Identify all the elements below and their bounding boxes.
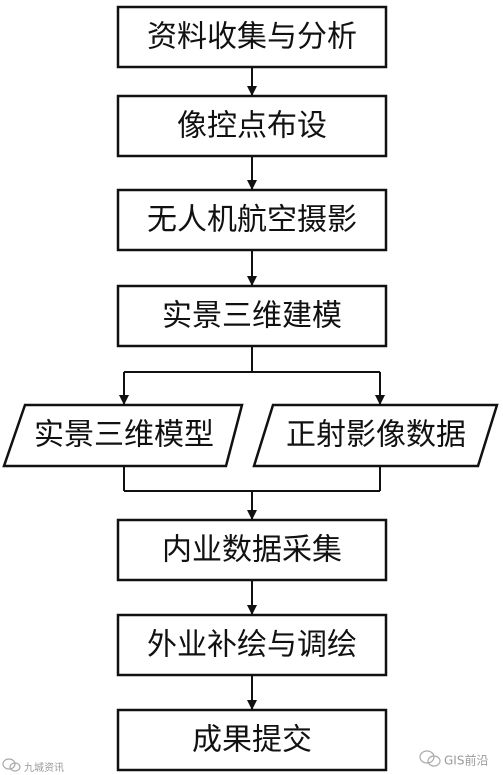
output-label: 实景三维模型 — [34, 418, 214, 453]
wechat-icon — [2, 758, 21, 772]
step-label: 像控点布设 — [177, 109, 327, 144]
step-box-3d-modeling: 实景三维建模 — [116, 284, 388, 348]
step-box-field-survey: 外业补绘与调绘 — [116, 613, 388, 677]
watermark-left-text: 九城资讯 — [24, 762, 64, 774]
watermark-left: 九城资讯 — [2, 758, 64, 774]
step-label: 成果提交 — [192, 723, 312, 758]
step-label: 外业补绘与调绘 — [147, 628, 357, 663]
step-label: 无人机航空摄影 — [147, 203, 357, 238]
step-box-delivery: 成果提交 — [116, 708, 388, 772]
output-label: 正射影像数据 — [286, 418, 466, 453]
watermark-right-text: GIS前沿 — [444, 753, 488, 768]
step-box-aerial-photography: 无人机航空摄影 — [116, 188, 388, 252]
wechat-icon — [419, 750, 441, 767]
step-label: 内业数据采集 — [162, 533, 342, 568]
step-label: 资料收集与分析 — [147, 20, 357, 55]
watermark-right: GIS前沿 — [419, 750, 488, 768]
step-box-control-points: 像控点布设 — [116, 94, 388, 158]
output-orthophoto: 正射影像数据 — [252, 403, 499, 468]
step-box-office-collection: 内业数据采集 — [116, 518, 388, 582]
step-label: 实景三维建模 — [162, 299, 342, 334]
step-box-data-collection: 资料收集与分析 — [116, 5, 388, 69]
output-3d-model: 实景三维模型 — [2, 403, 244, 468]
